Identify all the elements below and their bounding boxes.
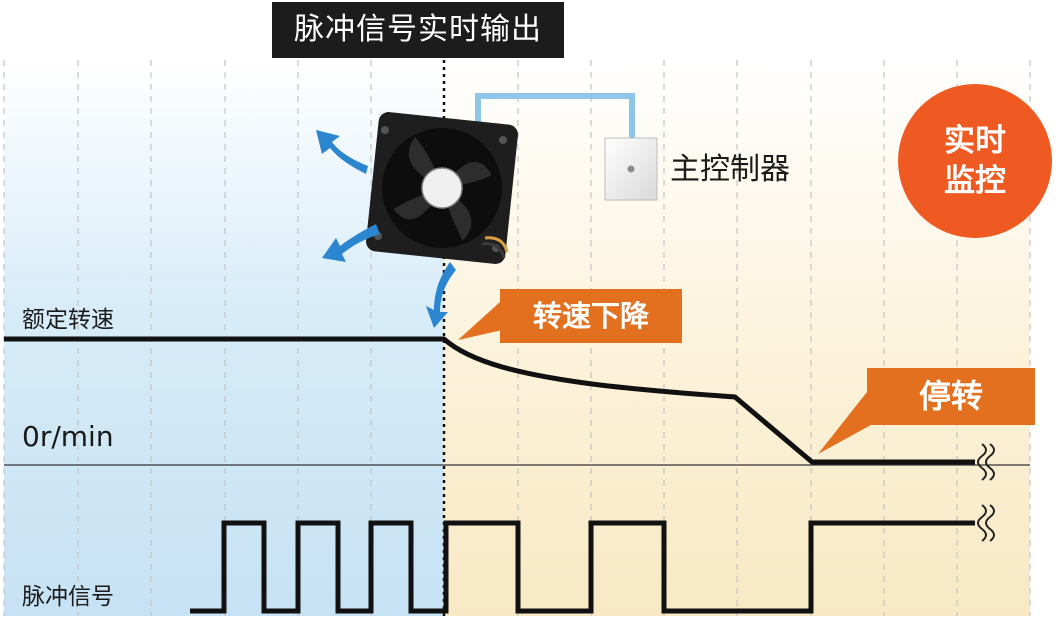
controller-box-icon [604,137,658,201]
speed-curve [4,336,975,465]
cooling-fan-icon [366,112,518,264]
speed-drop-callout: 转速下降 [500,289,682,343]
pulse-signal-waveform [190,520,975,614]
controller-label: 主控制器 [670,152,790,187]
diagram-title: 脉冲信号实时输出 [272,2,564,58]
zero-speed-label: 0r/min [22,420,114,453]
airflow-arrow-icon [316,130,456,328]
rated-speed-label: 额定转速 [22,307,114,333]
pulse-signal-label: 脉冲信号 [22,584,114,610]
stop-callout: 停转 [867,368,1035,425]
stop-pointer [818,392,880,454]
realtime-monitor-badge: 实时 监控 [898,84,1052,238]
break-mark-icon [977,443,995,542]
badge-line-2: 监控 [944,163,1006,199]
badge-line-1: 实时 [944,123,1006,159]
